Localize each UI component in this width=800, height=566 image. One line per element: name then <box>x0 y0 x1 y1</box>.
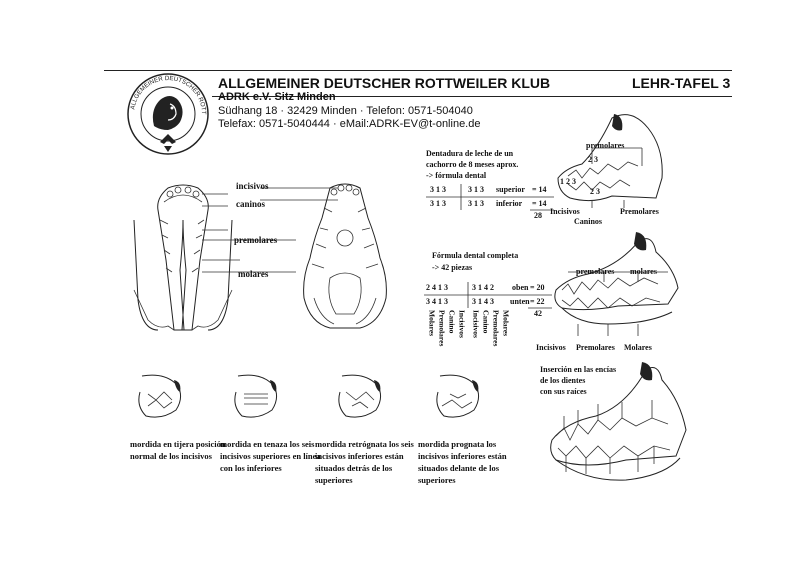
puppy-formula-lines <box>426 184 554 211</box>
adult-vert-left-1: Premolares <box>437 310 447 347</box>
bite-caption-overshot: mordida retrógnata los seis incisivos in… <box>315 439 414 485</box>
adult-lower-total: = 22 <box>530 297 545 306</box>
adult-upper-left: 2 4 1 3 <box>426 283 448 292</box>
roots-text-1: Inserción en las encías <box>540 365 617 374</box>
club-name: ALLGEMEINER DEUTSCHER ROTTWEILER KLUB <box>218 75 551 91</box>
adult-lower-label: unten <box>510 297 530 306</box>
adult-title-2: -> 42 piezas <box>432 263 473 272</box>
puppy-upper-total: = 14 <box>532 185 547 194</box>
sheet-label: LEHR-TAFEL 3 <box>632 75 731 91</box>
club-subtitle: ADRK e.V. Sitz Minden <box>218 91 336 103</box>
puppy-jaw-nums-bottom: 2 3 <box>590 187 600 196</box>
address-line: Südhang 18 · 32429 Minden · Telefon: 057… <box>218 105 473 117</box>
puppy-jaw-premolares-bottom: Premolares <box>620 207 659 216</box>
upper-skull-drawing <box>303 183 387 329</box>
roots-text-3: con sus raíces <box>540 387 587 396</box>
adult-vert-left-2: Canino <box>447 310 457 334</box>
puppy-jaw-drawing <box>557 114 663 208</box>
adult-jaw-drawing <box>554 232 679 336</box>
adult-vert-right-3: Molares <box>501 310 511 337</box>
bite-caption-level: mordida en tenaza los seis incisivos sup… <box>220 439 321 473</box>
adult-lower-left: 3 4 1 3 <box>426 297 448 306</box>
header-divider <box>212 96 732 97</box>
bite-caption-undershot: mordida prognata los incisivos inferiore… <box>418 439 507 485</box>
puppy-jaw-caninos: Caninos <box>574 217 603 226</box>
puppy-jaw-nums-top: 2 3 <box>588 155 598 164</box>
bite-caption-scissor: mordida en tijera posición normal de los… <box>130 439 226 461</box>
puppy-sum: 28 <box>534 211 542 220</box>
adult-upper-label: oben <box>512 283 529 292</box>
roots-text-2: de los dientes <box>540 376 586 385</box>
adult-formula-lines <box>424 282 552 309</box>
adult-jaw-molares: molares <box>630 267 657 276</box>
puppy-title-2: cachorro de 8 meses aprox. <box>426 160 519 169</box>
club-seal-logo: ALLGEMEINER DEUTSCHER ROTTWEILER KLUB e.… <box>120 70 209 155</box>
adult-vert-left-0: Molares <box>427 310 437 337</box>
bite-scissor-drawing <box>138 374 182 418</box>
bite-overshot-drawing <box>338 374 382 418</box>
lower-jaw-drawing <box>133 184 233 331</box>
puppy-upper-label: superior <box>496 185 525 194</box>
label-incisivos: incisivos <box>236 181 269 191</box>
contact-line: Telefax: 0571-5040444 · eMail:ADRK-EV@t-… <box>218 118 481 130</box>
puppy-title-3: -> fórmula dental <box>426 171 487 180</box>
adult-sum: 42 <box>534 309 542 318</box>
adult-jaw-premolares: premolares <box>576 267 615 276</box>
puppy-lower-total: = 14 <box>532 199 547 208</box>
adult-vert-left-3: Incisivos <box>457 310 467 338</box>
puppy-lower-left: 3 1 3 <box>430 199 446 208</box>
adult-vert-right-2: Premolares <box>491 310 501 347</box>
puppy-title-1: Dentadura de leche de un <box>426 149 514 158</box>
adult-jaw-molares-bottom: Molares <box>624 343 652 352</box>
adult-vert-right-1: Canino <box>481 310 491 334</box>
puppy-jaw-nums-left: 1 2 3 <box>560 177 576 186</box>
top-frame-line <box>104 70 732 71</box>
adult-vert-right-0: Incisivos <box>471 310 481 338</box>
skull-label-lines <box>202 187 338 273</box>
puppy-upper-right: 3 1 3 <box>468 185 484 194</box>
adult-title-1: Fórmula dental completa <box>432 251 519 260</box>
puppy-lower-label: inferior <box>496 199 523 208</box>
roots-jaw-drawing <box>550 362 687 481</box>
puppy-jaw-premolares: premolares <box>586 141 625 150</box>
label-molares: molares <box>238 269 269 279</box>
label-premolares: premolares <box>234 235 278 245</box>
puppy-jaw-incisivos: Incisivos <box>550 207 580 216</box>
label-caninos: caninos <box>236 199 266 209</box>
puppy-upper-left: 3 1 3 <box>430 185 446 194</box>
adult-lower-right: 3 1 4 3 <box>472 297 494 306</box>
puppy-lower-right: 3 1 3 <box>468 199 484 208</box>
adult-upper-right: 3 1 4 2 <box>472 283 494 292</box>
bite-level-drawing <box>234 374 278 418</box>
adult-jaw-premolares-bottom: Premolares <box>576 343 615 352</box>
adult-upper-total: = 20 <box>530 283 545 292</box>
adult-jaw-incisivos: Incisivos <box>536 343 566 352</box>
bite-undershot-drawing <box>436 374 480 418</box>
